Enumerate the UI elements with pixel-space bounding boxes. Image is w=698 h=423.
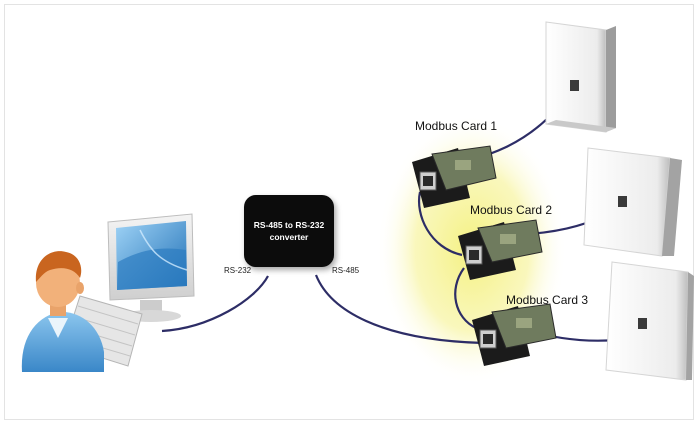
rs232-cable: [161, 275, 269, 333]
card1-to-card2-cable: [417, 191, 463, 257]
modbus-device-2: [583, 147, 682, 257]
rs232-label: RS-232: [224, 266, 252, 275]
modbus-card-2-label: Modbus Card 2: [470, 203, 553, 217]
user-avatar: [21, 251, 105, 372]
card2-to-card3-cable: [454, 267, 477, 329]
modbus-card-3: [472, 303, 557, 366]
modbus-card-2: [458, 219, 543, 280]
computer-monitor: [107, 213, 195, 322]
modbus-card-3-label: Modbus Card 3: [506, 293, 589, 307]
modbus-device-1: [545, 21, 616, 133]
converter-subtitle: converter: [269, 232, 309, 242]
modbus-device-3: [605, 261, 694, 381]
modbus-card-1-label: Modbus Card 1: [415, 119, 498, 133]
rs485-rs232-converter: RS-485 to RS-232 converter: [244, 195, 334, 267]
modbus-card-1: [412, 145, 497, 208]
converter-title: RS-485 to RS-232: [253, 220, 325, 230]
rs485-cable: [314, 274, 484, 345]
rs485-label: RS-485: [332, 266, 360, 275]
